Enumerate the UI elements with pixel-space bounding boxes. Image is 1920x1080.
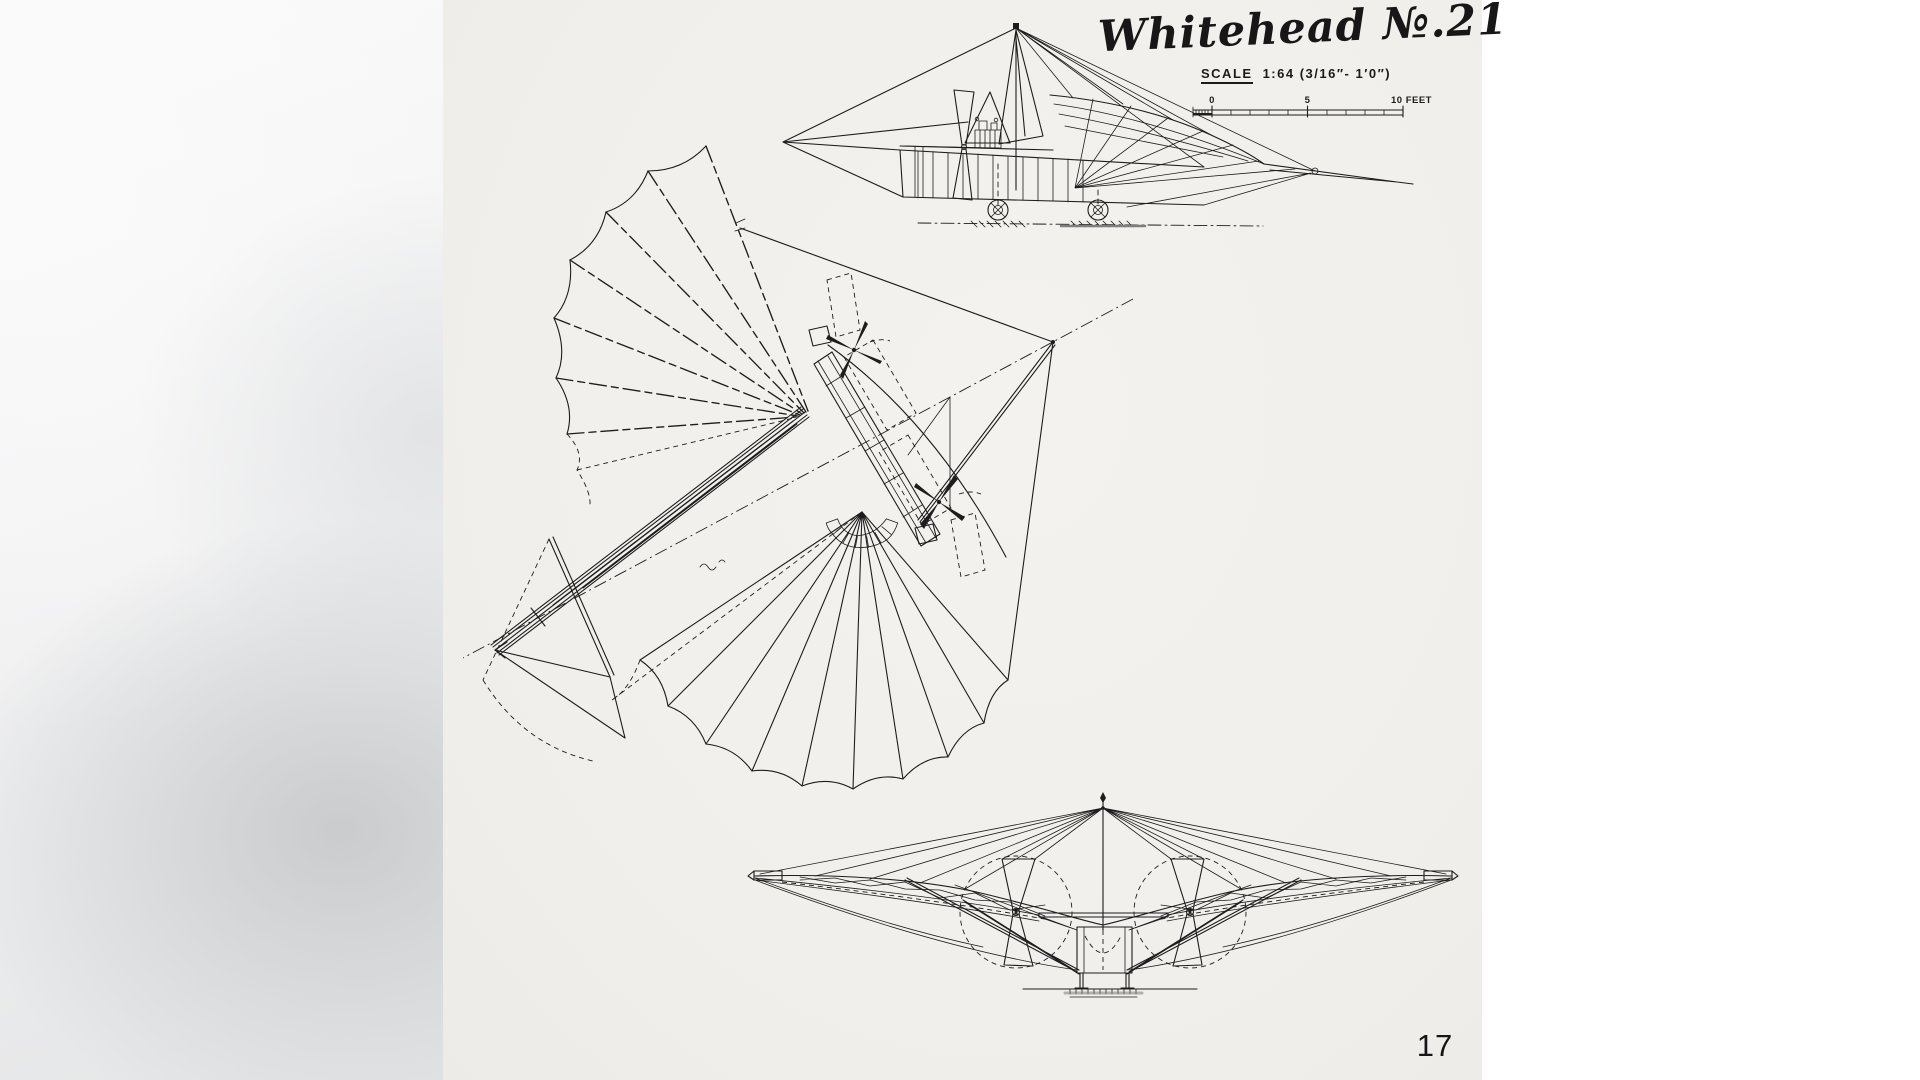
scale-tick-0: 0: [1209, 95, 1215, 106]
scale-bar: 0 5 10 FEET: [1192, 95, 1432, 118]
illegible-handwriting-mark: [699, 559, 726, 571]
plan-view-drawing: [463, 145, 1134, 790]
scale-word: SCALE: [1201, 66, 1253, 84]
side-view-drawing: [782, 23, 1414, 228]
scale-value: 1:64 (3/16″- 1′0″): [1262, 66, 1392, 81]
front-view-drawing: [747, 792, 1459, 998]
scale-caption: SCALE 1:64 (3/16″- 1′0″): [1201, 66, 1392, 84]
scale-tick-10-feet: 10 FEET: [1391, 95, 1432, 106]
page-number: 17: [1416, 1028, 1454, 1063]
scale-tick-5: 5: [1305, 95, 1311, 106]
backdrop-gradient: [0, 0, 443, 1080]
